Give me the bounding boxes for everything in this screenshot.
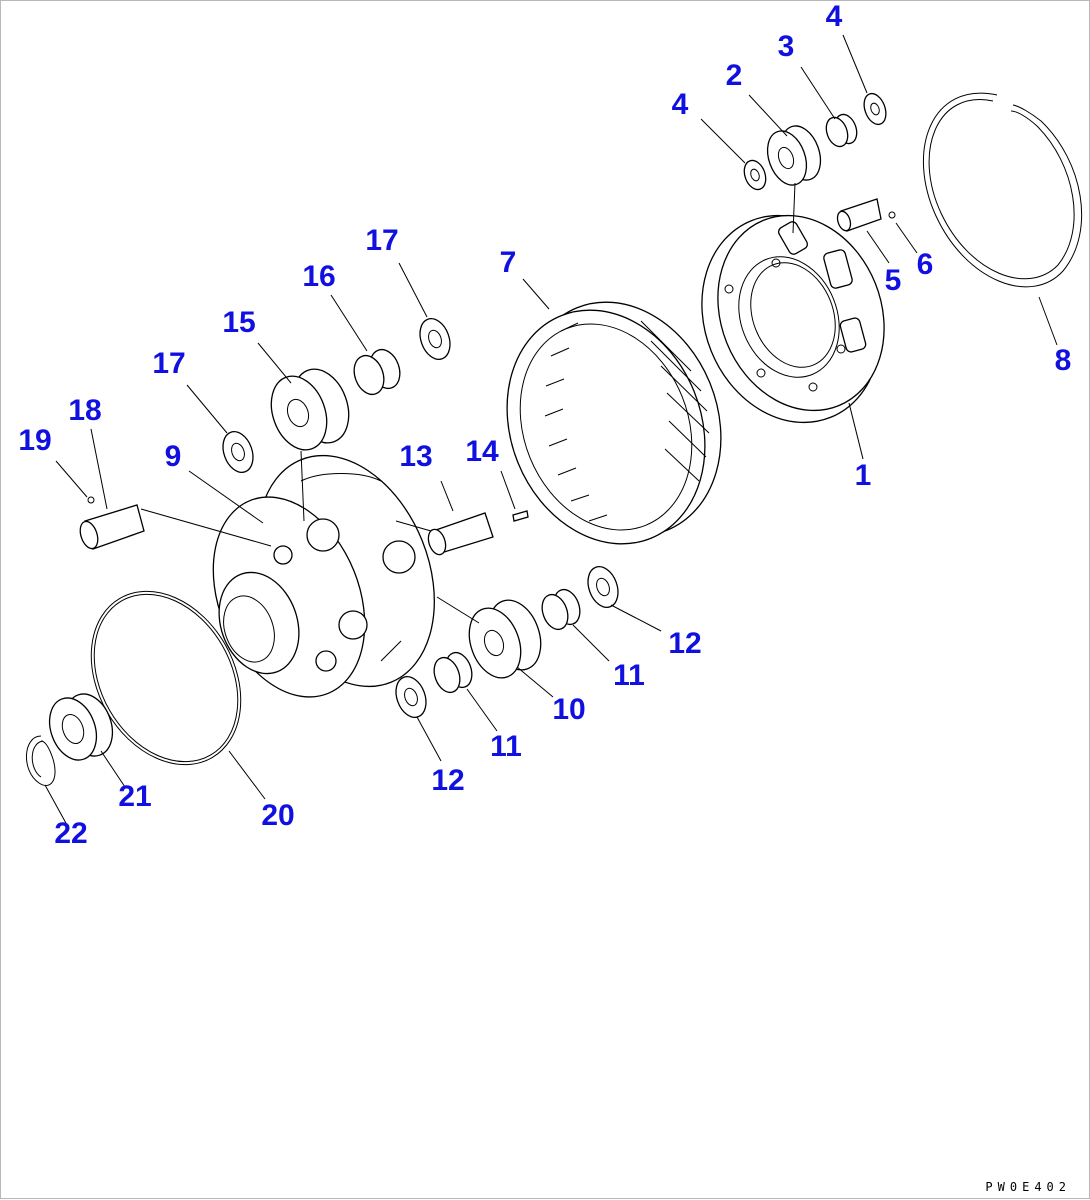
part-11-needle-bearing-right bbox=[541, 588, 581, 631]
part-4-washer-left bbox=[743, 159, 767, 191]
callout-12-right: 12 bbox=[668, 627, 702, 660]
callout-1: 1 bbox=[854, 459, 872, 492]
callout-16: 16 bbox=[302, 260, 336, 293]
part-11-needle-bearing-left bbox=[433, 651, 473, 694]
callout-15: 15 bbox=[222, 306, 256, 339]
part-10-planet-gear bbox=[468, 599, 542, 679]
part-16-needle-bearing bbox=[353, 348, 401, 396]
callout-9: 9 bbox=[164, 440, 182, 473]
part-2-planet-gear bbox=[766, 125, 822, 186]
callout-10: 10 bbox=[552, 693, 586, 726]
part-1-carrier bbox=[701, 214, 885, 424]
part-9-carrier-hub bbox=[212, 454, 435, 698]
callout-4-right: 4 bbox=[825, 0, 843, 33]
callout-3: 3 bbox=[777, 30, 795, 63]
callout-11-right: 11 bbox=[613, 659, 645, 692]
part-12-washer-right bbox=[587, 566, 619, 608]
callout-19: 19 bbox=[18, 424, 52, 457]
part-12-washer-left bbox=[395, 676, 427, 718]
callout-2: 2 bbox=[725, 59, 743, 92]
part-8-snap-ring bbox=[922, 92, 1083, 288]
part-19-ball bbox=[87, 496, 95, 504]
callout-6: 6 bbox=[916, 248, 934, 281]
callout-18: 18 bbox=[68, 394, 102, 427]
part-18-pin bbox=[79, 504, 145, 550]
callout-8: 8 bbox=[1054, 344, 1072, 377]
callout-7: 7 bbox=[499, 246, 517, 279]
part-21-bearing bbox=[48, 693, 114, 761]
callout-5: 5 bbox=[884, 264, 902, 297]
callout-22: 22 bbox=[54, 817, 88, 850]
callout-17-lower: 17 bbox=[152, 347, 186, 380]
callout-14: 14 bbox=[465, 435, 499, 468]
part-7-ring-gear bbox=[506, 301, 722, 545]
part-13-pin bbox=[427, 512, 494, 556]
drawing-code: PW0E402 bbox=[985, 1180, 1071, 1194]
callout-17-upper: 17 bbox=[365, 224, 399, 257]
part-22-circlip bbox=[26, 735, 56, 786]
part-5-pin bbox=[836, 198, 882, 232]
callout-12-left: 12 bbox=[431, 764, 465, 797]
part-17-washer-upper bbox=[419, 318, 451, 360]
callout-4-left: 4 bbox=[671, 88, 689, 121]
callout-13: 13 bbox=[399, 440, 433, 473]
part-17-washer-lower bbox=[222, 431, 254, 473]
leader-lines bbox=[44, 34, 1058, 826]
callout-20: 20 bbox=[261, 799, 295, 832]
part-4-washer-right bbox=[863, 92, 887, 126]
callout-21: 21 bbox=[118, 780, 152, 813]
part-14-ball bbox=[512, 510, 529, 522]
part-6-ball bbox=[888, 211, 896, 219]
callout-11-left: 11 bbox=[490, 730, 522, 763]
part-15-planet-gear bbox=[270, 368, 350, 451]
part-3-needle-bearing bbox=[825, 113, 858, 148]
